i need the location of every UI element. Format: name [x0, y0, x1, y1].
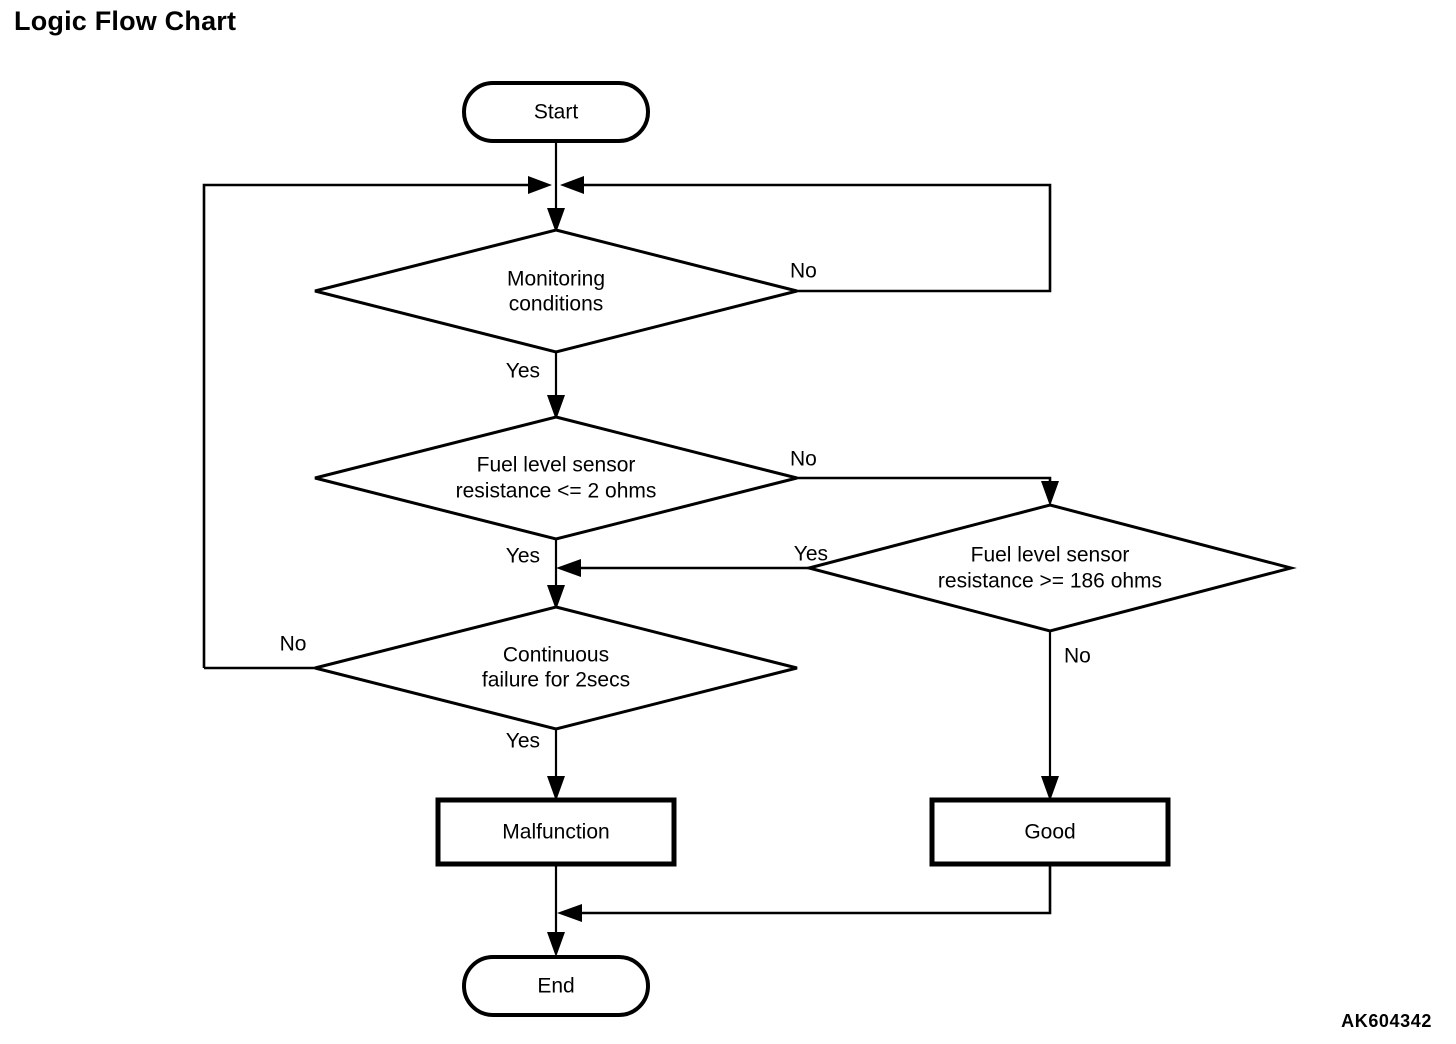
arrowhead-contfail-yes — [547, 776, 565, 801]
resistance-high-label-line1: Fuel level sensor — [971, 544, 1130, 567]
monitoring-conditions-label-line2: conditions — [509, 293, 604, 316]
edge-good-to-end-path — [574, 864, 1052, 915]
node-malfunction[interactable]: Malfunction — [435, 797, 677, 867]
end-label: End — [537, 975, 574, 998]
continuous-failure-shape — [314, 605, 798, 731]
edge-label-reslow-no: No — [790, 448, 817, 471]
continuous-failure-label-line1: Continuous — [503, 644, 609, 667]
malfunction-shape — [435, 797, 677, 867]
arrowhead-feedback-left — [528, 176, 552, 194]
arrowhead-reslow-no — [1041, 481, 1059, 506]
edge-label-contfail-no: No — [280, 633, 307, 656]
edge-label-reshigh-yes: Yes — [794, 543, 828, 566]
malfunction-label: Malfunction — [502, 821, 609, 844]
monitoring-conditions-label-line1: Monitoring — [507, 268, 605, 291]
edge-label-reshigh-no: No — [1064, 645, 1091, 668]
node-start[interactable]: Start — [462, 81, 650, 143]
edge-label-monitoring-no: No — [790, 260, 817, 283]
good-shape — [929, 797, 1171, 867]
node-monitoring-conditions[interactable]: Monitoring conditions — [314, 228, 798, 354]
edge-reslow-no-path — [797, 476, 1052, 490]
resistance-low-shape — [314, 415, 798, 541]
node-continuous-failure[interactable]: Continuous failure for 2secs — [314, 605, 798, 731]
arrowhead-merge-to-monitoring — [547, 208, 565, 233]
node-resistance-low[interactable]: Fuel level sensor resistance <= 2 ohms — [314, 415, 798, 541]
end-shape — [462, 955, 650, 1017]
edge-feedback-left-path — [202, 183, 534, 668]
start-shape — [462, 81, 650, 143]
arrowhead-reshigh-no — [1041, 776, 1059, 801]
edge-label-monitoring-yes: Yes — [506, 360, 540, 383]
node-resistance-high[interactable]: Fuel level sensor resistance >= 186 ohms — [803, 503, 1297, 633]
edge-label-contfail-yes: Yes — [506, 730, 540, 753]
figure-reference: AK604342 — [1341, 1011, 1432, 1031]
arrowhead-good-to-end — [557, 904, 582, 922]
arrowhead-reslow-yes — [547, 585, 565, 610]
edge-monitoring-no-path — [578, 183, 1052, 293]
node-good[interactable]: Good — [929, 797, 1171, 867]
node-end[interactable]: End — [462, 955, 650, 1017]
arrowhead-malfunction-to-end — [547, 932, 565, 957]
start-label: Start — [534, 101, 579, 124]
continuous-failure-label-line2: failure for 2secs — [482, 669, 630, 692]
good-label: Good — [1024, 821, 1075, 844]
resistance-low-label-line2: resistance <= 2 ohms — [456, 480, 657, 503]
page-title: Logic Flow Chart — [14, 6, 237, 36]
resistance-high-label-line2: resistance >= 186 ohms — [938, 570, 1162, 593]
resistance-high-shape — [803, 503, 1297, 633]
arrowhead-monitoring-yes — [547, 395, 565, 420]
edge-label-reslow-yes: Yes — [506, 545, 540, 568]
monitoring-conditions-shape — [314, 228, 798, 354]
resistance-low-label-line1: Fuel level sensor — [477, 454, 636, 477]
arrowhead-reshigh-yes — [556, 559, 581, 577]
arrowhead-monitoring-no — [560, 176, 584, 194]
